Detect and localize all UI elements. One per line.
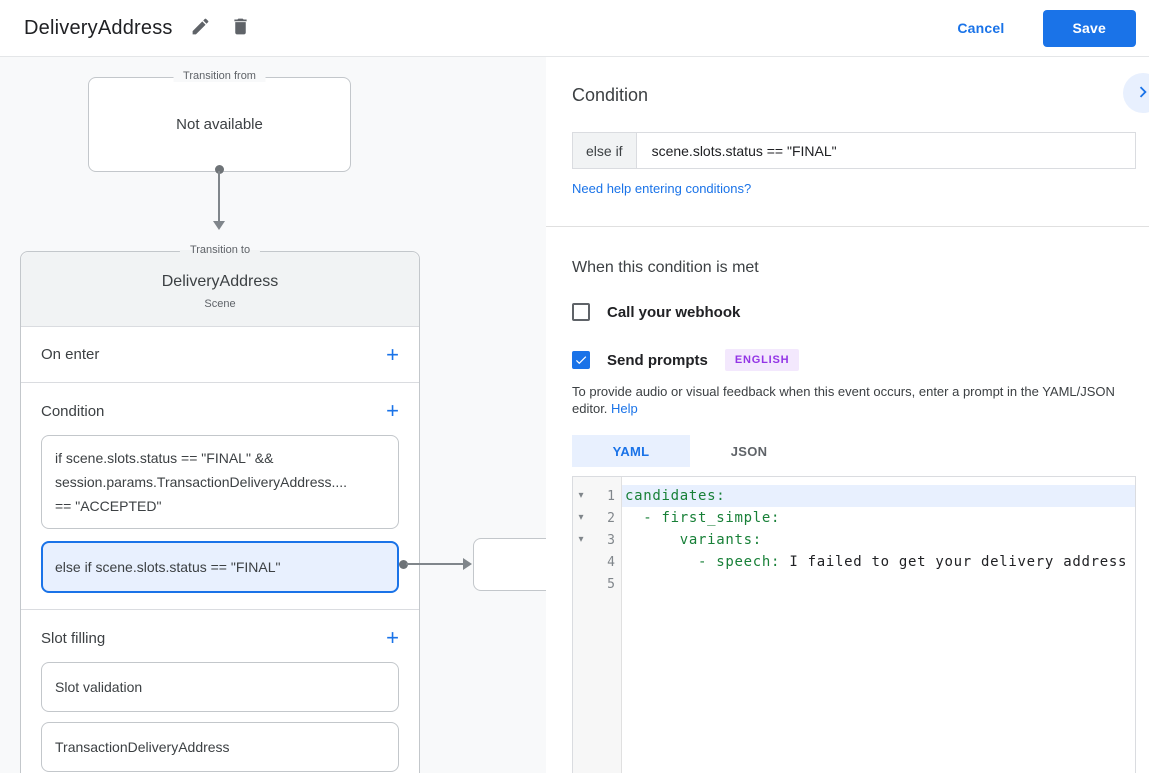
scene-card: Transition to DeliveryAddress Scene On e… (20, 244, 420, 773)
gutter-row: 5 (573, 573, 621, 595)
slot-item[interactable]: TransactionDeliveryAddress (41, 722, 399, 772)
slot-item[interactable]: Slot validation (41, 662, 399, 712)
condition-section-label: Condition (41, 402, 105, 420)
gutter-row: ▾1 (573, 485, 621, 507)
chevron-right-icon (1132, 81, 1149, 106)
condition-items: if scene.slots.status == "FINAL" &&sessi… (41, 435, 399, 593)
call-webhook-label: Call your webhook (607, 303, 741, 321)
line-number: 2 (607, 510, 615, 526)
tab-json[interactable]: JSON (730, 443, 768, 459)
transition-from-content: Not available (176, 116, 263, 133)
code-line[interactable]: - first_simple: (625, 510, 781, 526)
tab-yaml[interactable]: YAML (572, 435, 690, 467)
code-line[interactable]: - speech: I failed to get your delivery … (625, 554, 1128, 570)
add-slot-button[interactable]: + (386, 625, 399, 650)
send-prompts-label: Send prompts (607, 351, 708, 369)
condition-panel: Condition else if scene.slots.status == … (546, 57, 1149, 773)
gutter-row: 4 (573, 551, 621, 573)
arrow-down-icon (213, 221, 225, 230)
add-on-enter-button[interactable]: + (386, 341, 399, 367)
code-line[interactable]: variants: (625, 532, 762, 548)
collapse-panel-button[interactable] (1123, 73, 1149, 113)
gutter-row: ▾2 (573, 507, 621, 529)
line-number: 3 (607, 532, 615, 548)
code-line[interactable]: candidates: (622, 485, 1135, 507)
page-title: DeliveryAddress (24, 16, 173, 39)
pencil-icon (190, 16, 211, 40)
save-button[interactable]: Save (1042, 9, 1136, 47)
connector-line (218, 171, 220, 223)
line-number: 1 (607, 488, 615, 504)
editor-code[interactable]: candidates: - first_simple: variants: - … (622, 477, 1135, 773)
code-line[interactable] (622, 573, 1135, 595)
webhook-row: Call your webhook (572, 303, 1136, 321)
conditions-help-link[interactable]: Need help entering conditions? (572, 181, 752, 196)
main-area: Transition from Not available Transition… (0, 57, 1149, 773)
on-enter-row: On enter + (21, 326, 419, 382)
line-number: 4 (607, 554, 615, 570)
trash-icon (230, 16, 251, 40)
condition-input-row: else if scene.slots.status == "FINAL" (572, 132, 1136, 169)
cancel-button[interactable]: Cancel (941, 12, 1020, 44)
delete-scene-button[interactable] (229, 16, 253, 40)
send-prompts-row: Send prompts ENGLISH (572, 349, 1136, 371)
when-met-heading: When this condition is met (572, 259, 759, 276)
add-condition-button[interactable]: + (386, 398, 399, 423)
transition-to-label: Transition to (179, 244, 261, 256)
send-prompts-checkbox[interactable] (572, 351, 590, 369)
transition-from-label: Transition from (173, 70, 266, 82)
connector-line (406, 563, 464, 565)
scene-card-header[interactable]: DeliveryAddress Scene (21, 252, 419, 326)
condition-item-selected[interactable]: else if scene.slots.status == "FINAL" (41, 541, 399, 593)
prompts-description: To provide audio or visual feedback when… (572, 384, 1115, 416)
fold-arrow-icon[interactable]: ▾ (578, 490, 584, 501)
gutter-row: ▾3 (573, 529, 621, 551)
fold-arrow-icon[interactable]: ▾ (578, 512, 584, 523)
connector-dot (215, 165, 224, 174)
language-badge: ENGLISH (724, 349, 800, 371)
edit-title-button[interactable] (189, 16, 213, 40)
scene-name: DeliveryAddress (161, 273, 279, 290)
arrow-right-icon (463, 558, 472, 570)
panel-title: Condition (572, 85, 649, 105)
condition-prefix: else if (573, 133, 637, 168)
top-bar: DeliveryAddress Cancel Save (0, 0, 1149, 57)
call-webhook-checkbox[interactable] (572, 303, 590, 321)
connector-dot (399, 560, 408, 569)
scene-flow-diagram: Transition from Not available Transition… (0, 57, 546, 773)
on-enter-label: On enter (41, 346, 100, 363)
transition-from-box[interactable]: Transition from Not available (88, 70, 351, 172)
condition-item[interactable]: if scene.slots.status == "FINAL" &&sessi… (41, 435, 399, 529)
transition-target-box[interactable] (473, 538, 546, 591)
fold-arrow-icon[interactable]: ▾ (578, 534, 584, 545)
slot-filling-label: Slot filling (41, 629, 106, 647)
editor-tabs: YAML JSON (572, 435, 1136, 467)
editor-help-link[interactable]: Help (611, 401, 638, 416)
condition-section: Condition + if scene.slots.status == "FI… (21, 382, 419, 609)
panel-divider (546, 226, 1149, 227)
condition-expression-input[interactable]: scene.slots.status == "FINAL" (651, 142, 837, 159)
line-number: 5 (607, 576, 615, 592)
scene-type: Scene (204, 298, 236, 310)
